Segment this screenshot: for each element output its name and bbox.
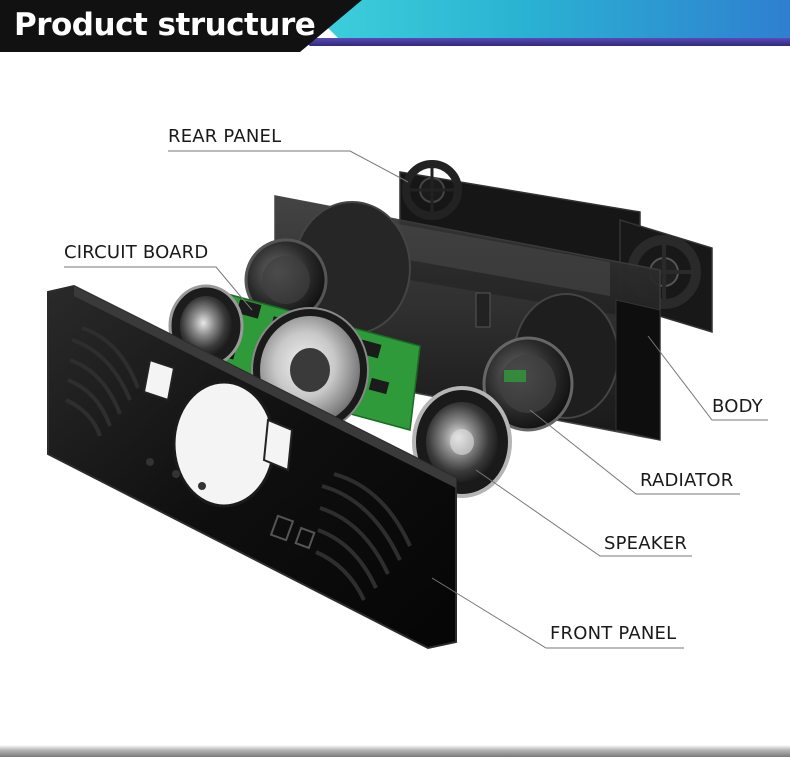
radiator-leader bbox=[529, 409, 740, 495]
label-radiator: RADIATOR bbox=[640, 470, 734, 491]
front-panel-leader bbox=[431, 577, 684, 649]
header-background bbox=[0, 0, 790, 56]
front-left-grille bbox=[65, 326, 140, 437]
header-banner: Product structure bbox=[0, 0, 790, 56]
circuit-board-leader bbox=[64, 266, 253, 311]
front-panel bbox=[47, 284, 457, 650]
speaker-leader bbox=[475, 469, 692, 557]
label-front-panel: FRONT PANEL bbox=[550, 623, 677, 644]
radiator-left bbox=[244, 238, 328, 322]
rear-panel-leader bbox=[168, 150, 409, 183]
exploded-speaker-diagram bbox=[47, 150, 768, 650]
page-title: Product structure bbox=[14, 7, 316, 43]
label-rear-panel: REAR PANEL bbox=[168, 126, 282, 147]
label-speaker: SPEAKER bbox=[604, 533, 688, 554]
body-leader bbox=[647, 335, 768, 421]
footer-shadow-bar bbox=[0, 745, 790, 757]
leader-lines bbox=[64, 150, 768, 649]
front-center-opening bbox=[172, 380, 276, 508]
label-circuit-board: CIRCUIT BOARD bbox=[64, 242, 209, 263]
radiator-right bbox=[482, 336, 574, 432]
rear-left-grille bbox=[402, 160, 462, 220]
front-right-grille bbox=[315, 472, 412, 601]
label-body: BODY bbox=[712, 396, 763, 417]
